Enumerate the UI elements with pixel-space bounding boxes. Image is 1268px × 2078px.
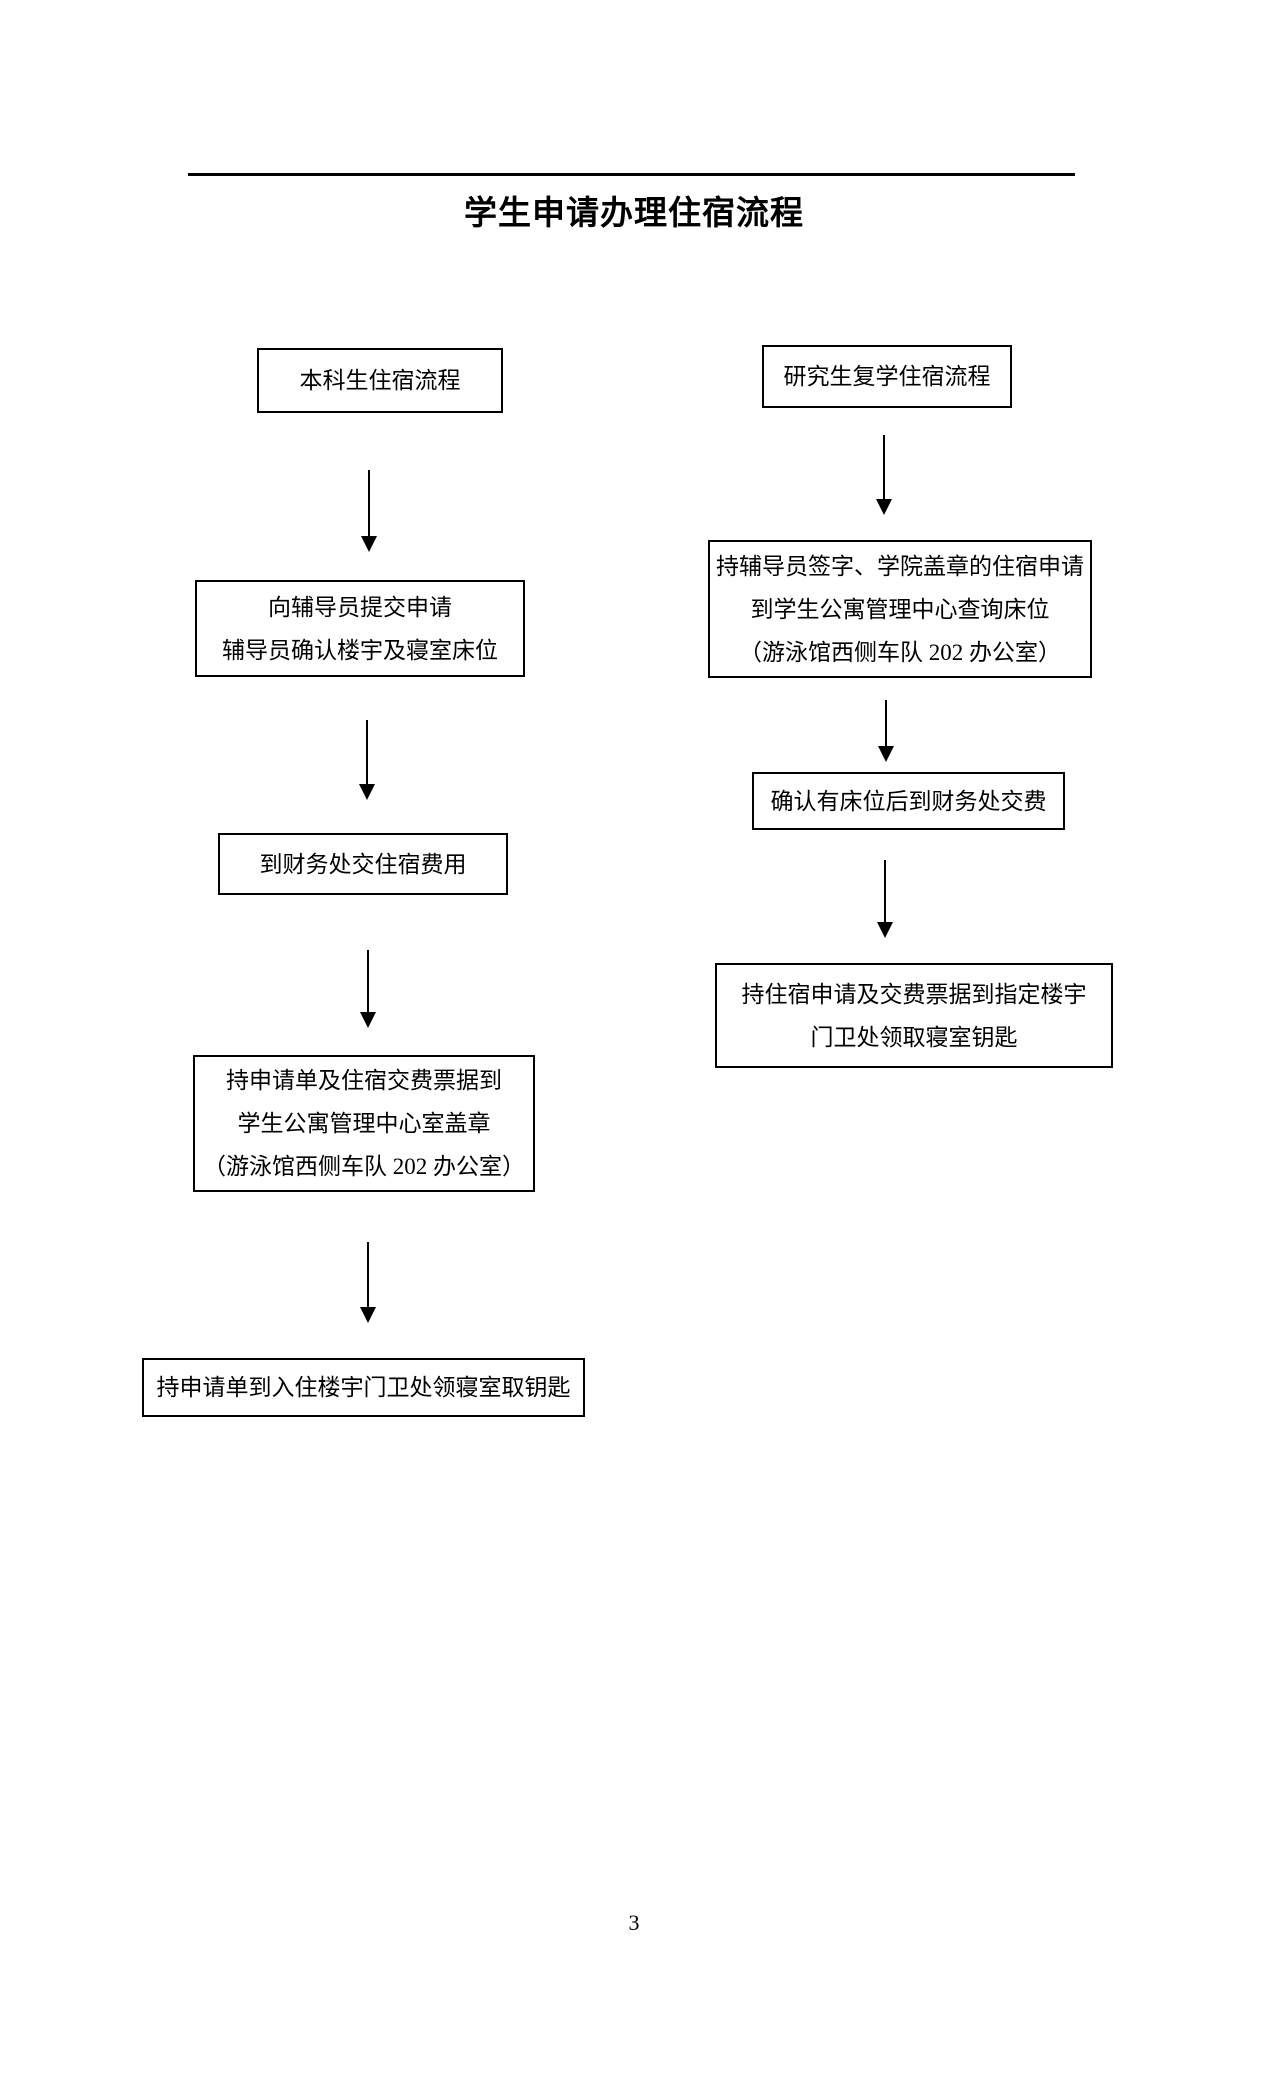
arrow-shaft <box>883 435 885 499</box>
down-arrow <box>877 860 893 938</box>
page-number: 3 <box>628 1910 640 1935</box>
down-arrow <box>360 950 376 1028</box>
flow-box-text: 研究生复学住宿流程 <box>783 364 991 389</box>
down-arrow <box>361 470 377 552</box>
flow-box-undergrad-get-key: 持申请单到入住楼宇门卫处领寝室取钥匙 <box>142 1358 585 1417</box>
down-arrow <box>876 435 892 515</box>
flow-box-undergrad-submit-application: 向辅导员提交申请 辅导员确认楼宇及寝室床位 <box>195 580 525 677</box>
down-arrow <box>360 1242 376 1323</box>
flow-box-text: 辅导员确认楼宇及寝室床位 <box>222 637 498 663</box>
flow-box-grad-start: 研究生复学住宿流程 <box>762 345 1012 408</box>
arrow-shaft <box>367 950 369 1012</box>
flow-box-grad-pay-fee: 确认有床位后到财务处交费 <box>752 772 1065 830</box>
arrow-head-icon <box>360 1012 376 1028</box>
page-title: 学生申请办理住宿流程 <box>464 194 804 231</box>
flow-box-text: （游泳馆西侧车队 202 办公室） <box>203 1154 525 1179</box>
arrow-head-icon <box>878 746 894 762</box>
down-arrow <box>359 720 375 800</box>
flow-box-text: 持申请单到入住楼宇门卫处领寝室取钥匙 <box>156 1375 571 1400</box>
flow-box-text: 学生公寓管理中心室盖章 <box>237 1111 491 1136</box>
flow-box-text: 持住宿申请及交费票据到指定楼宇 <box>741 981 1087 1007</box>
flow-box-text: 持辅导员签字、学院盖章的住宿申请 <box>716 553 1084 579</box>
arrow-head-icon <box>877 922 893 938</box>
flow-box-undergrad-stamp-at-center: 持申请单及住宿交费票据到 学生公寓管理中心室盖章 （游泳馆西侧车队 202 办公… <box>193 1055 535 1192</box>
arrow-head-icon <box>359 784 375 800</box>
arrow-head-icon <box>876 499 892 515</box>
down-arrow <box>878 700 894 762</box>
header-rule <box>188 173 1075 176</box>
arrow-shaft <box>366 720 368 784</box>
arrow-shaft <box>884 860 886 922</box>
flow-box-text: 到学生公寓管理中心查询床位 <box>750 596 1050 622</box>
flow-box-text: 本科生住宿流程 <box>299 368 461 393</box>
flow-box-undergrad-start: 本科生住宿流程 <box>257 348 503 413</box>
arrow-head-icon <box>361 536 377 552</box>
arrow-shaft <box>885 700 887 746</box>
flow-box-text: 到财务处交住宿费用 <box>259 851 467 877</box>
flow-box-text: 向辅导员提交申请 <box>268 594 452 620</box>
flow-box-undergrad-pay-fee: 到财务处交住宿费用 <box>218 833 508 895</box>
flow-box-grad-check-bed: 持辅导员签字、学院盖章的住宿申请 到学生公寓管理中心查询床位 （游泳馆西侧车队 … <box>708 540 1092 678</box>
flow-box-text: 确认有床位后到财务处交费 <box>770 788 1047 814</box>
flow-box-text: 门卫处领取寝室钥匙 <box>810 1024 1018 1050</box>
arrow-shaft <box>367 1242 369 1307</box>
flow-box-text: 持申请单及住宿交费票据到 <box>226 1068 502 1093</box>
arrow-shaft <box>368 470 370 536</box>
arrow-head-icon <box>360 1307 376 1323</box>
flow-box-text: （游泳馆西侧车队 202 办公室） <box>739 639 1061 665</box>
flow-box-grad-get-key: 持住宿申请及交费票据到指定楼宇 门卫处领取寝室钥匙 <box>715 963 1113 1068</box>
